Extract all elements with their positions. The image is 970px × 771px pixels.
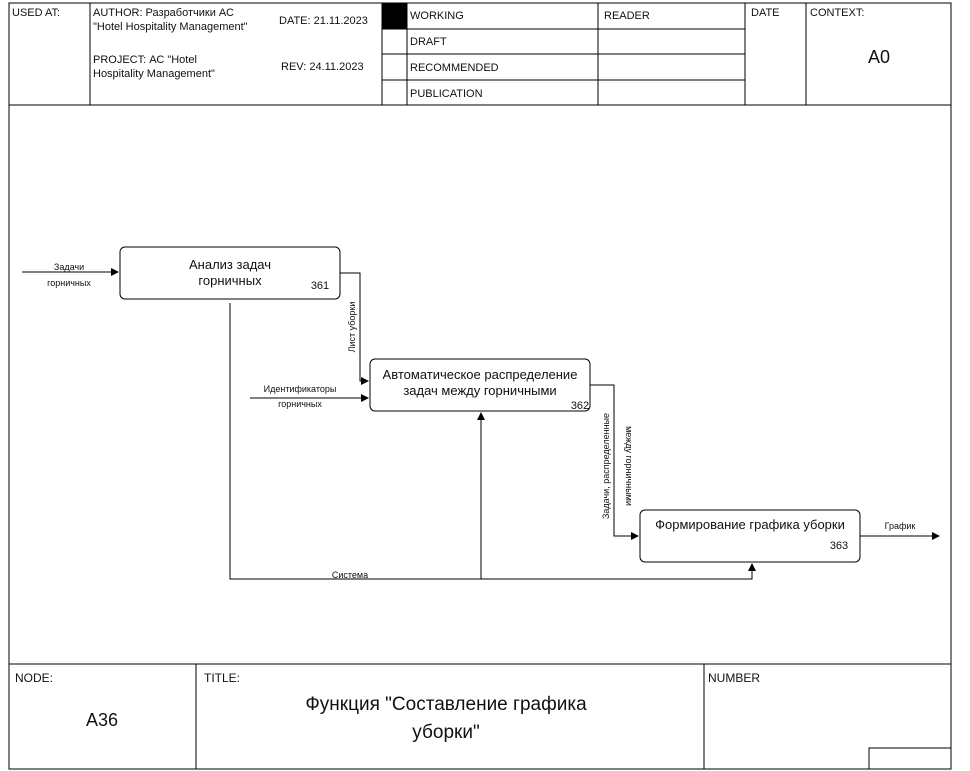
arrow-cleaning-list (340, 272, 369, 385)
rev-field: REV: 24.11.2023 (281, 61, 364, 73)
activity-box-362[interactable]: Автоматическое распределение задач между… (369, 358, 591, 412)
title-line-2: уборки" (412, 722, 479, 743)
activity-363-number: 363 (830, 540, 848, 552)
arrow-system-mechanism (229, 303, 756, 580)
node-value: A36 (86, 710, 118, 730)
activity-box-363[interactable]: Формирование графика уборки 363 (639, 509, 861, 563)
title-line-1: Функция "Составление графика (305, 694, 587, 715)
node-label: NODE: (15, 671, 53, 685)
arrow-distributed-tasks (590, 384, 639, 540)
author-line-1: AUTHOR: Разработчики АС (93, 7, 234, 19)
activity-362-line-2: задач между горничными (403, 383, 556, 398)
project-line-1: PROJECT: АС "Hotel (93, 54, 197, 66)
project-line-2: Hospitality Management" (93, 68, 215, 80)
used-at-label: USED AT: (12, 7, 60, 19)
status-recommended: RECOMMENDED (410, 62, 499, 74)
diagram-area (8, 105, 952, 664)
activity-362-line-1: Автоматическое распределение (383, 367, 578, 382)
number-label: NUMBER (708, 671, 760, 685)
context-value: A0 (868, 47, 890, 67)
activity-363-line-1: Формирование графика уборки (655, 517, 845, 532)
footer (8, 663, 952, 770)
date-field: DATE: 21.11.2023 (279, 15, 368, 27)
status-draft: DRAFT (410, 36, 447, 48)
label-identifiers-line-1: Идентификаторы (264, 384, 337, 394)
label-system: Система (332, 570, 368, 580)
label-schedule: График (885, 521, 916, 531)
status-publication: PUBLICATION (410, 88, 483, 100)
activity-361-line-1: Анализ задач (189, 257, 271, 272)
label-identifiers-line-2: горничных (278, 399, 322, 409)
header (8, 2, 952, 106)
status-working: WORKING (410, 10, 464, 22)
label-tasks-line-2: горничных (47, 278, 91, 288)
label-distributed-line-2: между горничными (624, 426, 634, 506)
activity-362-number: 362 (571, 400, 589, 412)
reader-label: READER (604, 10, 650, 22)
activity-361-number: 361 (311, 280, 329, 292)
label-distributed-line-1: Задачи, распределенные (601, 413, 611, 519)
label-cleaning-list: Лист уборки (347, 302, 357, 353)
context-label: CONTEXT: (810, 7, 864, 19)
activity-361-line-2: горничных (198, 273, 262, 288)
activity-box-361[interactable]: Анализ задач горничных 361 (119, 246, 341, 300)
title-label: TITLE: (204, 671, 240, 685)
author-line-2: "Hotel Hospitality Management" (93, 21, 248, 33)
label-tasks-line-1: Задачи (54, 262, 84, 272)
working-status-marker (381, 2, 408, 30)
date-column-label: DATE (751, 7, 780, 19)
